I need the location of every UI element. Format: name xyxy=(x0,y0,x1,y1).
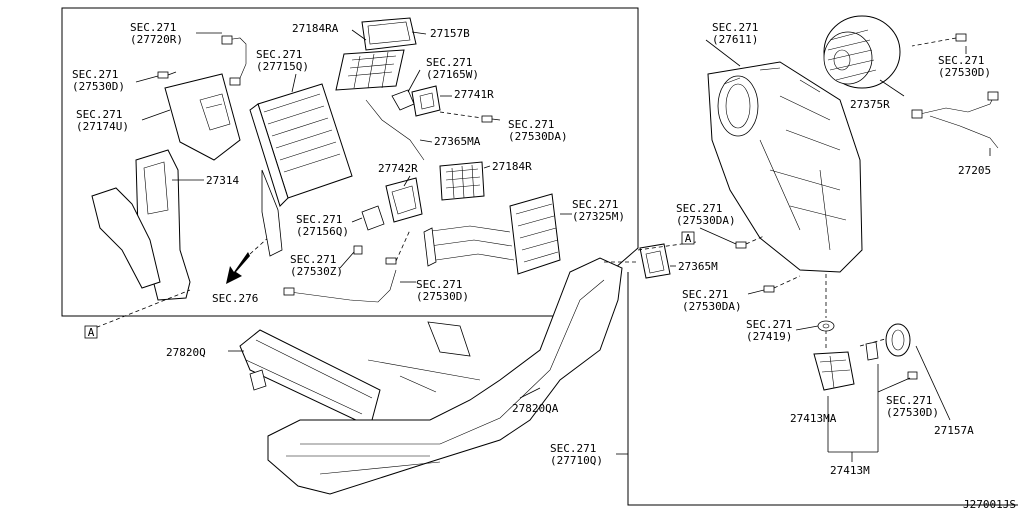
label-sec271-27715q-line1: SEC.271 xyxy=(256,48,302,61)
screw-27530da-right1 xyxy=(735,235,765,249)
part-27419-washer xyxy=(817,320,835,332)
lower-right-group-frame xyxy=(627,272,1018,506)
part-27720r-sensor xyxy=(221,35,247,86)
label-p27742r: 27742R xyxy=(378,162,418,175)
label-sec271-27530da-mid-line2: (27530DA) xyxy=(508,130,568,143)
part-27174u-cover xyxy=(164,73,241,161)
part-27184r-filter xyxy=(439,161,485,201)
screw-27530d-right2 xyxy=(907,371,918,380)
label-p27314: 27314 xyxy=(206,174,239,187)
label-sec271-27156q-line2: (27156Q) xyxy=(296,225,349,238)
label-sec271-27156q-line1: SEC.271 xyxy=(296,213,342,226)
label-sec271-27325m-line2: (27325M) xyxy=(572,210,625,223)
label-sec271-27530d-left-line1: SEC.271 xyxy=(72,68,118,81)
ref-marker-a-right: A xyxy=(681,231,695,245)
part-27530z-wire xyxy=(283,245,397,303)
leader-lines-right xyxy=(670,39,991,462)
part-labels: SEC.271(27720R)SEC.271(27530D)SEC.271(27… xyxy=(72,21,991,477)
label-sec271-27419-line2: (27419) xyxy=(746,330,792,343)
label-sec271-27611-line1: SEC.271 xyxy=(712,21,758,34)
screw-27530d-right xyxy=(911,33,967,47)
label-p27820qa: 27820QA xyxy=(512,402,559,415)
label-p27820q: 27820Q xyxy=(166,346,206,359)
label-sec276: SEC.276 xyxy=(212,292,258,305)
screw-27530da-mid xyxy=(439,111,501,123)
label-sec271-27720r-line2: (27720R) xyxy=(130,33,183,46)
label-sec271-27174u-line1: SEC.271 xyxy=(76,108,122,121)
screw-27530d-left xyxy=(157,71,177,79)
part-27365m-gasket xyxy=(639,243,671,279)
label-sec271-27530da-mid-line1: SEC.271 xyxy=(508,118,554,131)
label-sec271-27174u-line2: (27174U) xyxy=(76,120,129,133)
part-27742r xyxy=(385,177,423,223)
label-sec271-27530d-right-line1: SEC.271 xyxy=(938,54,984,67)
label-p27157a: 27157A xyxy=(934,424,974,437)
label-p27365m: 27365M xyxy=(678,260,718,273)
label-sec271-27530d-right2-line2: (27530D) xyxy=(886,406,939,419)
label-p27205: 27205 xyxy=(958,164,991,177)
screw-27530da-right2 xyxy=(763,275,801,293)
label-p27741r: 27741R xyxy=(454,88,494,101)
part-27184ra-filter xyxy=(335,49,405,91)
connector-line xyxy=(89,289,191,331)
label-sec271-27530d-bottom-line2: (27530D) xyxy=(416,290,469,303)
label-sec271-27325m-line1: SEC.271 xyxy=(572,198,618,211)
part-27205-harness xyxy=(911,91,999,149)
part-27820q-duct xyxy=(239,329,381,423)
label-sec271-27530d-right-line2: (27530D) xyxy=(938,66,991,79)
label-sec271-27530d-bottom-line1: SEC.271 xyxy=(416,278,462,291)
ref-marker-a-left: A xyxy=(84,325,98,339)
label-sec271-27530d-left-line2: (27530D) xyxy=(72,80,125,93)
screw-27530d-bottom xyxy=(385,229,411,265)
label-sec271-27419-line1: SEC.271 xyxy=(746,318,792,331)
label-p27413m: 27413M xyxy=(830,464,870,477)
label-p27365ma: 27365MA xyxy=(434,135,481,148)
label-p27413ma: 27413MA xyxy=(790,412,837,425)
part-27715q-evaporator xyxy=(249,83,353,257)
label-p27375r: 27375R xyxy=(850,98,890,111)
label-sec271-27710q-line2: (27710Q) xyxy=(550,454,603,467)
part-27157b-filter-frame xyxy=(361,17,417,51)
label-sec271-27530d-right2-line1: SEC.271 xyxy=(886,394,932,407)
label-sec271-27165w-line1: SEC.271 xyxy=(426,56,472,69)
part-27157a-seal xyxy=(885,323,911,357)
label-p27157b: 27157B xyxy=(430,27,470,40)
part-27325m-heater-core xyxy=(423,193,561,275)
part-27314-duct xyxy=(91,149,191,301)
label-sec271-27530da-right2-line2: (27530DA) xyxy=(682,300,742,313)
label-sec271-27715q-line2: (27715Q) xyxy=(256,60,309,73)
part-27820qa-duct xyxy=(267,257,623,495)
label-sec271-27530da-right1-line2: (27530DA) xyxy=(676,214,736,227)
part-27375r-blower xyxy=(823,15,901,89)
part-27741r-actuator xyxy=(411,85,441,117)
leader-lines-upper xyxy=(135,29,572,283)
label-sec271-27530z-line1: SEC.271 xyxy=(290,253,336,266)
label-sec271-27165w-line2: (27165W) xyxy=(426,68,479,81)
leader-line xyxy=(519,387,541,399)
label-p27184ra: 27184RA xyxy=(292,22,339,35)
label-sec271-27710q-line1: SEC.271 xyxy=(550,442,596,455)
label-sec271-27611-line2: (27611) xyxy=(712,33,758,46)
label-p27184r: 27184R xyxy=(492,160,532,173)
sec276-arrow xyxy=(226,235,271,284)
ref-marker-text: A xyxy=(88,326,95,339)
connector-line xyxy=(637,241,697,251)
part-27156q xyxy=(361,205,385,231)
label-sec271-27720r-line1: SEC.271 xyxy=(130,21,176,34)
ref-marker-text: A xyxy=(685,232,692,245)
label-sec271-27530da-right1-line1: SEC.271 xyxy=(676,202,722,215)
diagram-code: J27001JS xyxy=(963,498,1016,511)
part-27413ma-motor xyxy=(813,341,879,391)
label-sec271-27530z-line2: (27530Z) xyxy=(290,265,343,278)
part-27611-hvac-housing xyxy=(707,61,863,273)
label-sec271-27530da-right2-line1: SEC.271 xyxy=(682,288,728,301)
